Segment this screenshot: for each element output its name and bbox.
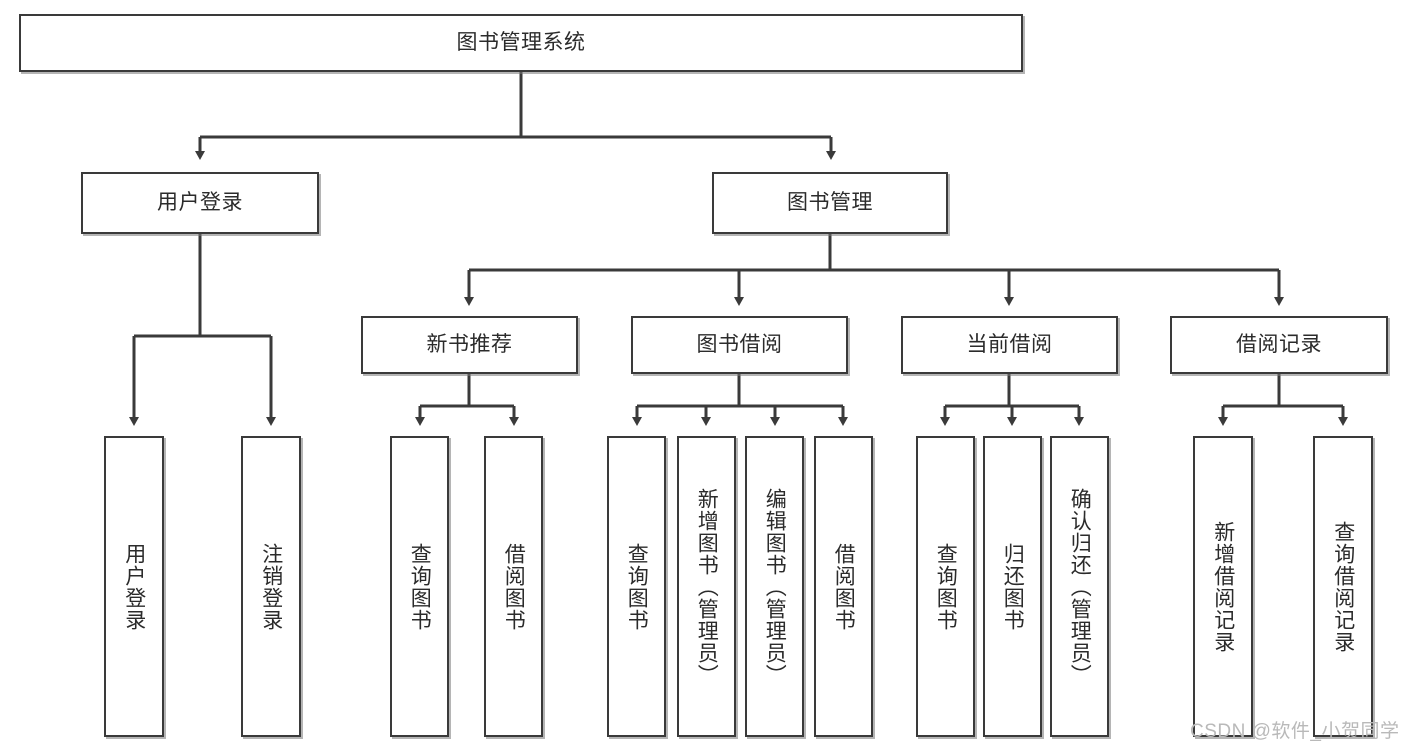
leaf-query-book-current-label: 查询图书 [934,542,958,631]
leaf-query-book-borrow-label: 查询图书 [625,542,649,631]
leaf-user-login-label: 用户登录 [122,542,146,631]
node-borrow-record[interactable]: 借阅记录 [1170,316,1388,374]
leaf-logout-label: 注销登录 [259,542,283,631]
leaf-borrow-book-recommend-label: 借阅图书 [502,542,526,631]
leaf-logout[interactable]: 注销登录 [241,436,301,737]
leaf-edit-book-admin[interactable]: 编辑图书（管理员） [745,436,804,737]
leaf-add-book-admin-label: 新增图书（管理员） [695,487,719,686]
watermark: CSDN @软件_小贺同学 [1190,721,1400,742]
node-book-borrow[interactable]: 图书借阅 [631,316,848,374]
leaf-confirm-return-admin[interactable]: 确认归还（管理员） [1050,436,1109,737]
leaf-add-book-admin[interactable]: 新增图书（管理员） [677,436,736,737]
leaf-user-login[interactable]: 用户登录 [104,436,164,737]
leaf-query-borrow-record-label: 查询借阅记录 [1331,520,1355,653]
leaf-query-book-recommend[interactable]: 查询图书 [390,436,449,737]
leaf-return-book-label: 归还图书 [1001,542,1025,631]
leaf-query-borrow-record[interactable]: 查询借阅记录 [1313,436,1373,737]
leaf-return-book[interactable]: 归还图书 [983,436,1042,737]
node-current-borrow[interactable]: 当前借阅 [901,316,1118,374]
leaf-query-book-recommend-label: 查询图书 [408,542,432,631]
leaf-borrow-book-label: 借阅图书 [832,542,856,631]
node-new-book-recommend[interactable]: 新书推荐 [361,316,578,374]
leaf-borrow-book[interactable]: 借阅图书 [814,436,873,737]
leaf-query-book-borrow[interactable]: 查询图书 [607,436,666,737]
leaf-query-book-current[interactable]: 查询图书 [916,436,975,737]
node-book-management[interactable]: 图书管理 [712,172,948,234]
node-new-book-recommend-label: 新书推荐 [426,332,513,356]
leaf-borrow-book-recommend[interactable]: 借阅图书 [484,436,543,737]
node-root-label: 图书管理系统 [456,30,586,54]
node-book-management-label: 图书管理 [787,190,873,214]
leaf-confirm-return-admin-label: 确认归还（管理员） [1068,487,1092,686]
node-root[interactable]: 图书管理系统 [19,14,1023,72]
leaf-edit-book-admin-label: 编辑图书（管理员） [763,487,787,686]
node-borrow-record-label: 借阅记录 [1236,332,1322,356]
node-book-borrow-label: 图书借阅 [696,332,783,356]
leaf-add-borrow-record[interactable]: 新增借阅记录 [1193,436,1253,737]
node-user-login-label: 用户登录 [157,190,243,214]
node-current-borrow-label: 当前借阅 [966,332,1053,356]
leaf-add-borrow-record-label: 新增借阅记录 [1211,520,1235,653]
node-user-login[interactable]: 用户登录 [81,172,319,234]
